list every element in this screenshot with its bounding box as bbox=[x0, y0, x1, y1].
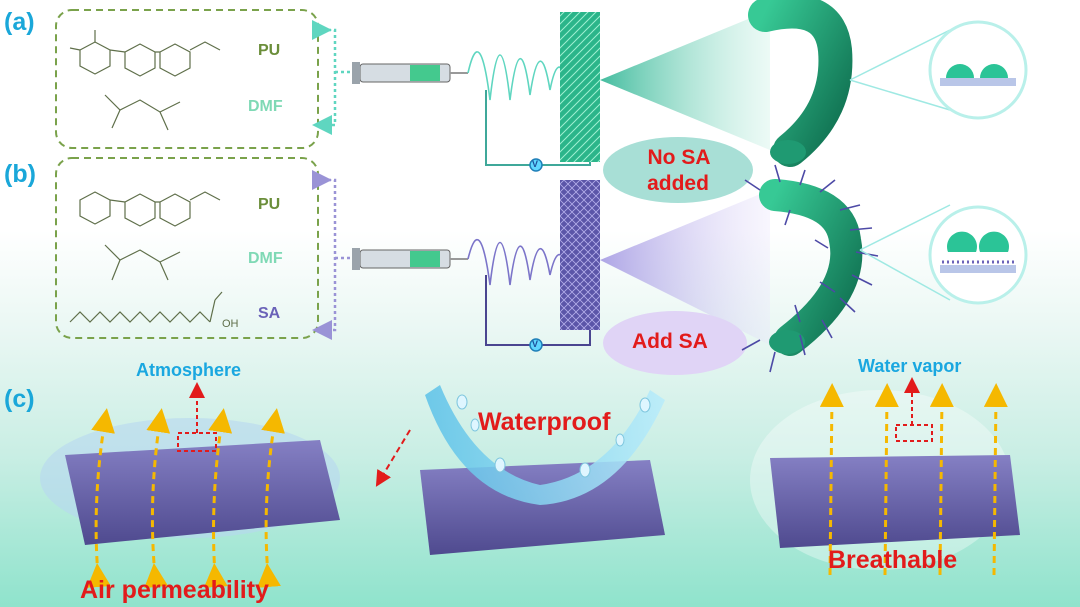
feed-arrow-a bbox=[312, 20, 337, 135]
dmf-label-b: DMF bbox=[248, 250, 283, 267]
sa-acid bbox=[209, 291, 223, 323]
air-permeability-label: Air permeability bbox=[80, 576, 269, 604]
zoom-line-a1 bbox=[849, 29, 951, 81]
vapor-arrows bbox=[819, 383, 1008, 576]
no-sa-bubble bbox=[603, 137, 753, 203]
beam-a bbox=[600, 10, 770, 150]
sa-label-b: SA bbox=[258, 305, 281, 322]
droplets-b bbox=[947, 231, 1009, 252]
panel-label-c: (c) bbox=[4, 385, 35, 413]
droplets-a bbox=[946, 64, 1008, 78]
water-vapor-label: Water vapor bbox=[858, 356, 962, 376]
add-sa-label: Add SA bbox=[632, 330, 708, 353]
water-droplets bbox=[456, 394, 651, 478]
fiber-sa-hairs bbox=[741, 164, 879, 373]
pu-label-a: PU bbox=[258, 42, 281, 59]
waterproof-arrow bbox=[425, 385, 665, 505]
waterproof-label: Waterproof bbox=[478, 408, 611, 436]
pu-structure-b bbox=[79, 191, 221, 227]
surface-a bbox=[940, 78, 1016, 86]
dmf-structure-b bbox=[104, 244, 181, 281]
beam-b bbox=[600, 190, 770, 345]
add-sa-bubble bbox=[603, 311, 747, 375]
oh-label: OH bbox=[222, 318, 239, 330]
focus-box-right bbox=[895, 424, 933, 442]
jet-b bbox=[467, 238, 567, 286]
diagonal-arrow bbox=[375, 429, 411, 487]
pu-label-b: PU bbox=[258, 196, 281, 213]
chem-box-a bbox=[55, 9, 319, 149]
syringe-b bbox=[352, 248, 468, 270]
voltage-label-a: V bbox=[532, 159, 539, 169]
voltage-source-b bbox=[529, 338, 543, 352]
membrane-left bbox=[65, 440, 340, 545]
fiber-sa bbox=[759, 179, 863, 356]
fiber-plain bbox=[748, 0, 853, 167]
zoom-line-b1 bbox=[859, 204, 951, 251]
panel-label-a: (a) bbox=[4, 8, 35, 36]
breathable-label: Breathable bbox=[828, 546, 958, 574]
collector-a bbox=[560, 12, 600, 162]
fiber-sa-end bbox=[769, 330, 805, 354]
surface-b bbox=[940, 265, 1016, 273]
zoom-line-b2 bbox=[859, 249, 951, 301]
zoom-line-a2 bbox=[849, 79, 951, 111]
feed-arrow-b bbox=[312, 170, 337, 340]
membrane-right bbox=[770, 455, 1020, 548]
air-arrows bbox=[86, 408, 285, 589]
no-sa-line2: added bbox=[647, 172, 709, 195]
atmosphere-label: Atmosphere bbox=[136, 360, 242, 380]
pu-structure-a bbox=[69, 30, 221, 77]
sa-chain bbox=[69, 311, 211, 323]
panel-label-b: (b) bbox=[4, 160, 36, 188]
jet-a bbox=[467, 51, 567, 101]
dmf-structure-a bbox=[104, 94, 181, 131]
voltage-source-a bbox=[529, 158, 543, 172]
syringe-a bbox=[352, 62, 468, 84]
zoom-circle-b bbox=[928, 205, 1028, 305]
fiber-plain-end bbox=[770, 140, 806, 164]
dmf-label-a: DMF bbox=[248, 98, 283, 115]
collector-b bbox=[560, 180, 600, 330]
zoom-circle-a bbox=[928, 20, 1028, 120]
no-sa-line1: No SA bbox=[647, 146, 711, 169]
membrane-middle bbox=[420, 460, 665, 555]
voltage-label-b: V bbox=[532, 339, 539, 349]
